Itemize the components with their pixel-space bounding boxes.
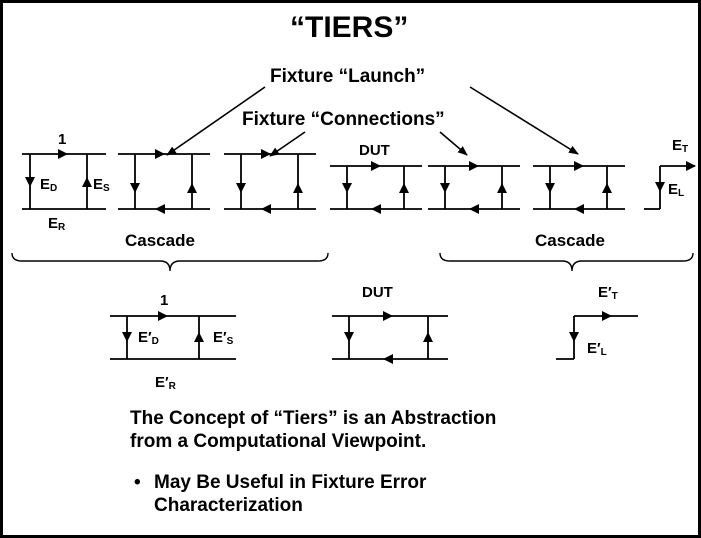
top-es-label: ES [93,176,110,194]
fixture-launch-label: Fixture “Launch” [270,66,426,87]
concept-statement: The Concept of “Tiers” is an Abstraction… [130,407,496,453]
bullet-line-2: Characterization [154,495,303,516]
top-output-section [644,161,696,210]
page-title: “TIERS” [290,11,409,44]
bottom-dut-box [332,311,448,364]
top-box-6 [533,161,625,214]
connections-arrow-left [269,131,306,157]
top-error-box-1 [22,149,106,210]
top-ed-label: ED [40,176,58,194]
bullet-item: May Be Useful in Fixture Error Character… [130,471,426,517]
bottom-et-label: E′T [598,284,618,302]
cascade-right-brace [439,252,694,272]
concept-line-1: The Concept of “Tiers” is an Abstraction [130,408,497,429]
cascade-right-label: Cascade [535,231,605,250]
bottom-er-label: E′R [155,374,176,392]
bullet-line-1: May Be Useful in Fixture Error [154,472,427,493]
top-er-label: ER [48,215,66,233]
concept-line-2: from a Computational Viewpoint. [130,431,427,452]
bottom-es-label: E′S [213,329,234,347]
top-dut-box [330,161,422,214]
bullet-list: May Be Useful in Fixture Error Character… [130,471,426,517]
bottom-output-section [556,311,638,360]
launch-arrow-left [166,86,266,156]
bottom-port-label: 1 [160,292,169,309]
cascade-left-brace [11,252,329,272]
bottom-error-box [110,311,236,360]
launch-arrow-right [469,86,579,155]
top-box-2 [118,149,210,214]
top-dut-label: DUT [359,142,390,159]
fixture-connections-label: Fixture “Connections” [242,109,445,130]
top-box-5 [428,161,520,214]
bottom-el-label: E′L [587,340,607,358]
top-el-label: EL [668,181,685,199]
bottom-dut-label: DUT [362,284,393,301]
top-et-label: ET [672,137,689,155]
connections-arrow-right [439,131,468,156]
top-box-3 [224,149,316,214]
cascade-left-label: Cascade [125,231,195,250]
bottom-ed-label: E′D [138,329,159,347]
top-port-label: 1 [58,131,67,148]
